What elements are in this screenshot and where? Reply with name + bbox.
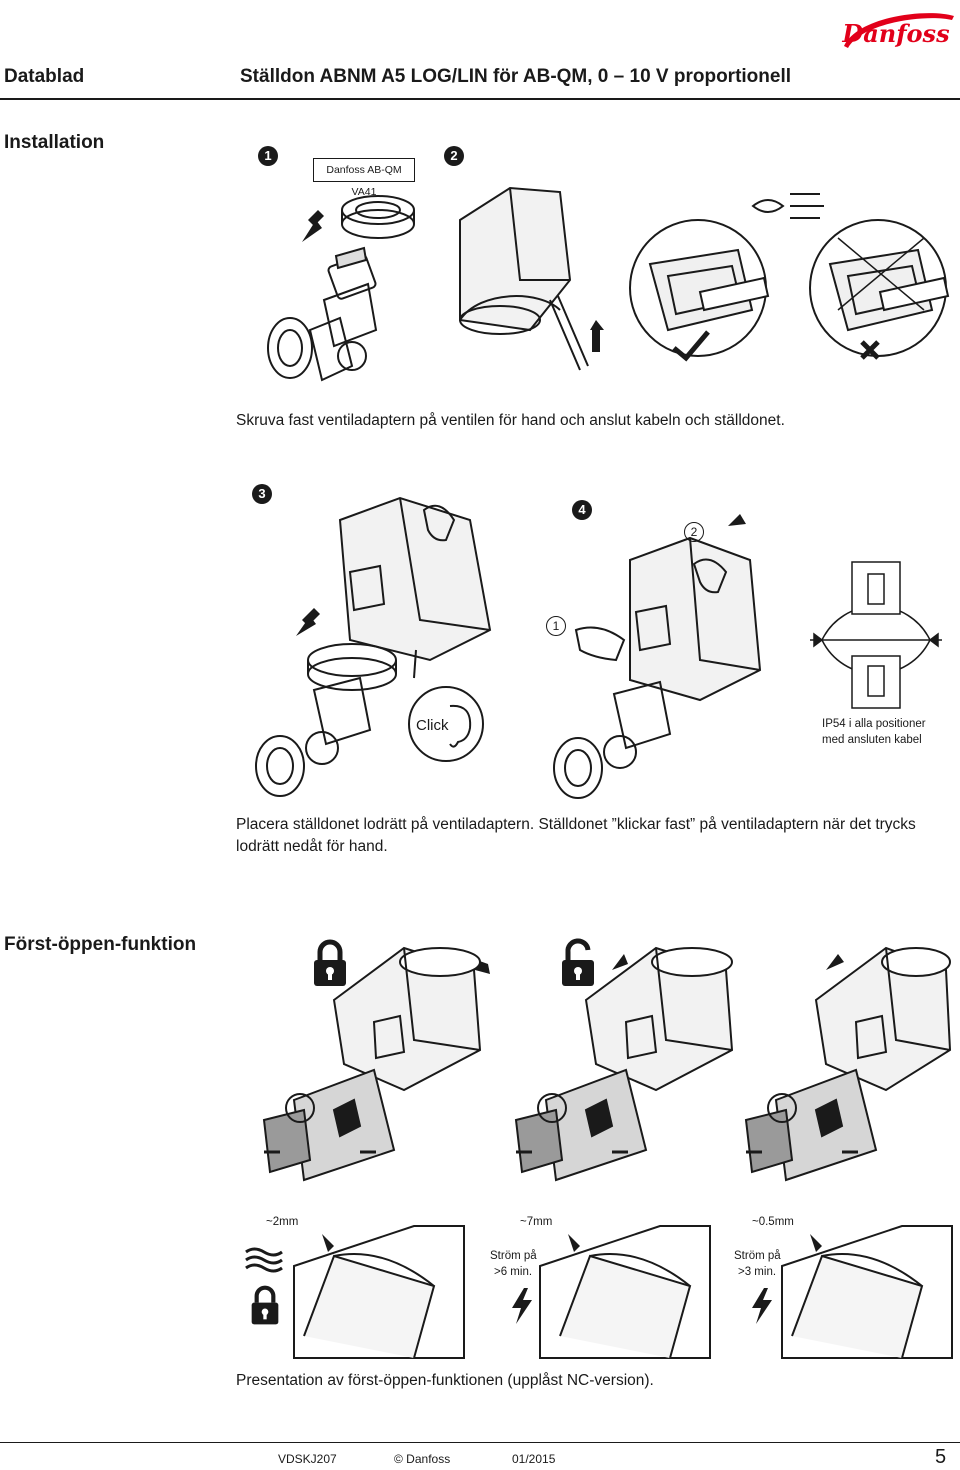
power-duration-label-3: >3 min. [738, 1266, 777, 1278]
click-label: Click [416, 717, 449, 734]
power-duration-label-2: >6 min. [494, 1266, 533, 1278]
measure-label-2: ~7mm [520, 1216, 553, 1228]
installation-title: Installation [4, 132, 105, 153]
detail-circle-3 [781, 1225, 953, 1359]
ip-text-line2: med ansluten kabel [822, 734, 922, 746]
footer-date: 01/2015 [512, 1452, 556, 1466]
lightning-icon-1 [510, 1288, 534, 1324]
footer-copyright: © Danfoss [394, 1452, 451, 1466]
click-ear-icon: Click [406, 684, 486, 764]
step-badge-4: 4 [572, 500, 592, 520]
detail-circle-1 [293, 1225, 465, 1359]
actuator-placement-illustration [240, 480, 500, 800]
logo-wordmark: Danfoss [841, 19, 950, 48]
detail-circle-2 [539, 1225, 711, 1359]
first-open-stage-3-illustration [744, 940, 960, 1200]
footer-rule [0, 1442, 960, 1443]
actuator-cable-illustration [440, 180, 620, 380]
lock-closed-icon [312, 939, 348, 988]
lock-closed-small-icon [250, 1285, 280, 1326]
power-on-label-3: Ström på [734, 1250, 781, 1262]
doc-label: Datablad [4, 66, 85, 87]
first-open-caption: Presentation av först-öppen-funktionen (… [236, 1372, 654, 1389]
header-rule [0, 98, 960, 100]
page-number: 5 [935, 1446, 947, 1468]
danfoss-logo: Danfoss [838, 6, 958, 54]
first-open-title: Först-öppen-funktion [4, 934, 197, 955]
step-badge-2: 2 [444, 146, 464, 166]
footer-doc-code: VDSKJ207 [278, 1452, 337, 1466]
valve-adapter-illustration [240, 180, 430, 400]
water-icon [244, 1246, 284, 1274]
model-label: Danfoss AB-QM VA41 [313, 158, 415, 198]
first-open-stage-2-illustration [514, 940, 746, 1200]
measure-label-3: ~0.5mm [752, 1216, 794, 1228]
step-badge-3: 3 [252, 484, 272, 504]
doc-title: Ställdon ABNM A5 LOG/LIN för AB-QM, 0 – … [240, 66, 792, 87]
connector-detail-illustration [628, 180, 950, 370]
sub-step-2-marker: 2 [684, 522, 704, 542]
step-badge-1: 1 [258, 146, 278, 166]
installation-caption-2: Placera ställdonet lodrätt på ventiladap… [236, 816, 916, 855]
ip-text-line1: IP54 i alla positioner [822, 718, 926, 730]
first-open-stage-1-illustration [262, 940, 494, 1200]
installation-caption-1: Skruva fast ventiladaptern på ventilen f… [236, 412, 785, 429]
orientation-diagram [806, 556, 946, 716]
sub-step-1-marker: 1 [546, 616, 566, 636]
power-on-label-2: Ström på [490, 1250, 537, 1262]
lock-open-icon [560, 938, 596, 988]
lightning-icon-2 [750, 1288, 774, 1324]
actuator-removal-illustration [540, 514, 780, 800]
measure-label-1: ~2mm [266, 1216, 299, 1228]
